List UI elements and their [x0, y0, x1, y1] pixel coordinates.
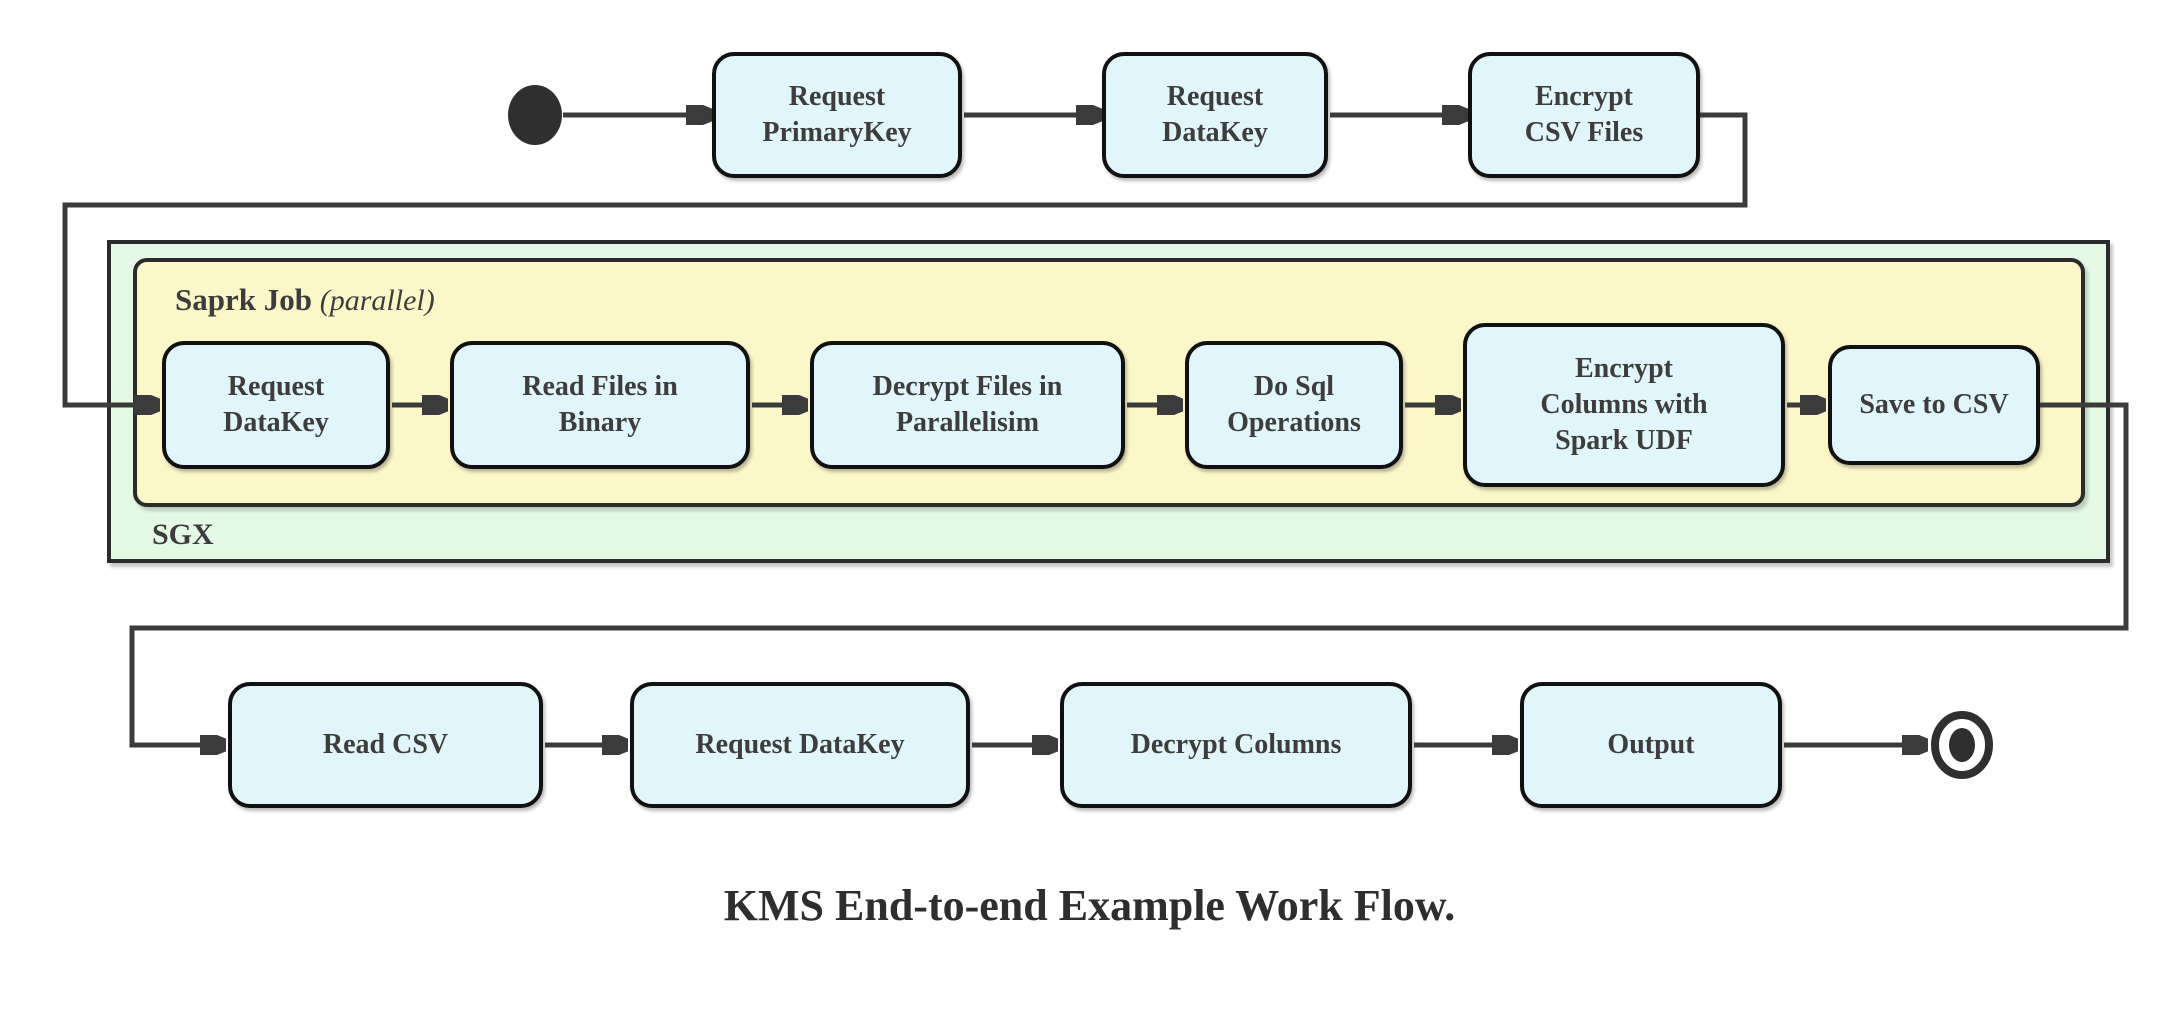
spark-job-label: Saprk Job (parallel)	[175, 282, 435, 318]
node-read-csv: Read CSV	[228, 682, 543, 808]
initial-state-icon	[508, 85, 562, 145]
sgx-label: SGX	[152, 518, 214, 551]
node-request-primarykey: Request PrimaryKey	[712, 52, 962, 178]
node-encrypt-columns-with-spark-udf: Encrypt Columns with Spark UDF	[1463, 323, 1785, 487]
spark-job-parallel-annotation: (parallel)	[319, 284, 435, 317]
node-output: Output	[1520, 682, 1782, 808]
node-decrypt-files-in-parallelism: Decrypt Files in Parallelisim	[810, 341, 1125, 469]
node-spark-request-datakey: Request DataKey	[162, 341, 390, 469]
node-request-datakey-bottom: Request DataKey	[630, 682, 970, 808]
node-save-to-csv: Save to CSV	[1828, 345, 2040, 465]
node-read-files-in-binary: Read Files in Binary	[450, 341, 750, 469]
node-encrypt-csv-files: Encrypt CSV Files	[1468, 52, 1700, 178]
spark-job-title: Saprk Job	[175, 282, 312, 317]
final-state-icon	[1931, 711, 1993, 779]
diagram-caption: KMS End-to-end Example Work Flow.	[723, 881, 1456, 930]
node-do-sql-operations: Do Sql Operations	[1185, 341, 1403, 469]
node-request-datakey-top: Request DataKey	[1102, 52, 1328, 178]
final-state-inner-dot	[1949, 728, 1975, 762]
node-decrypt-columns: Decrypt Columns	[1060, 682, 1412, 808]
